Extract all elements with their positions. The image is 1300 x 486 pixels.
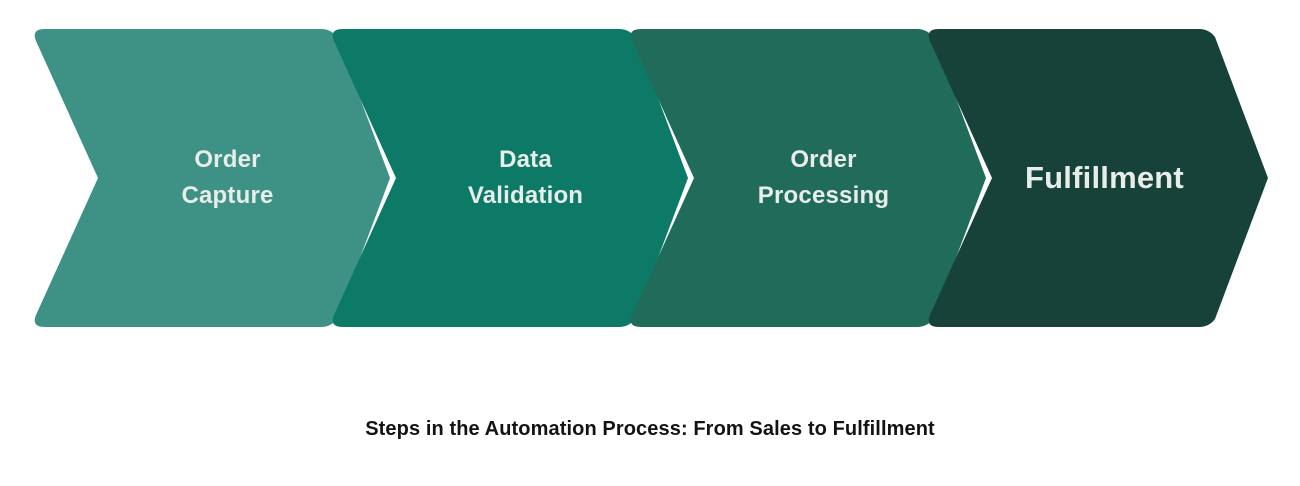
- chevron-arrow-icon: [34, 29, 390, 327]
- chevron-arrow-icon: [630, 29, 986, 327]
- chevron-arrow-icon: [332, 29, 688, 327]
- figure-caption: Steps in the Automation Process: From Sa…: [365, 418, 935, 440]
- chevron-flow-container: Order Capture Data Validation Order Proc…: [34, 29, 1268, 327]
- chevron-arrow-icon: [928, 29, 1268, 327]
- process-step-fulfillment[interactable]: Fulfillment: [925, 29, 1268, 327]
